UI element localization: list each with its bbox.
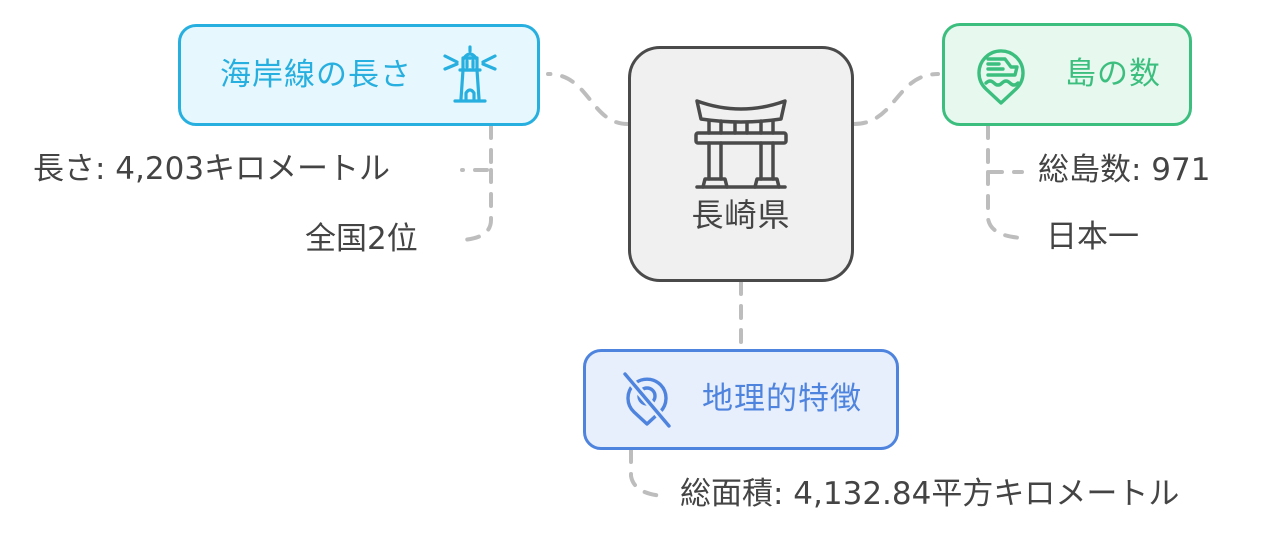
leaf-geo-area: 総面積: 4,132.84平方キロメートル [680,476,1180,512]
torii-gate-icon [693,97,789,189]
branch-coastline-label: 海岸線の長さ [220,56,412,93]
branch-coastline-length[interactable]: 海岸線の長さ [178,24,540,126]
center-node-nagasaki[interactable]: 長崎県 [628,46,854,282]
leaf-islands-total: 総島数: 971 [1038,152,1211,188]
center-node-label: 長崎県 [691,196,791,234]
leaf-coastline-length: 長さ: 4,203キロメートル [33,151,391,187]
branch-islands-label: 島の数 [1065,56,1161,92]
ferry-location-pin-icon [973,43,1029,107]
connector-coastline-leaf-1 [460,124,493,172]
connector-geography-leaf-1 [629,448,666,498]
connector-coastline-leaf-2 [460,168,493,242]
connector-islands-leaf-2 [986,170,1024,240]
branch-geo-label: 地理的特徴 [702,381,862,417]
connector-center-islands [852,72,940,126]
location-off-icon [620,369,674,430]
leaf-islands-rank: 日本一 [1046,219,1139,255]
connector-center-coastline [546,72,630,126]
leaf-coastline-rank: 全国2位 [305,221,418,257]
branch-number-of-islands[interactable]: 島の数 [942,23,1192,126]
lighthouse-icon [442,44,498,106]
branch-geographic-features[interactable]: 地理的特徴 [583,349,899,450]
connector-islands-leaf-1 [986,124,1024,174]
